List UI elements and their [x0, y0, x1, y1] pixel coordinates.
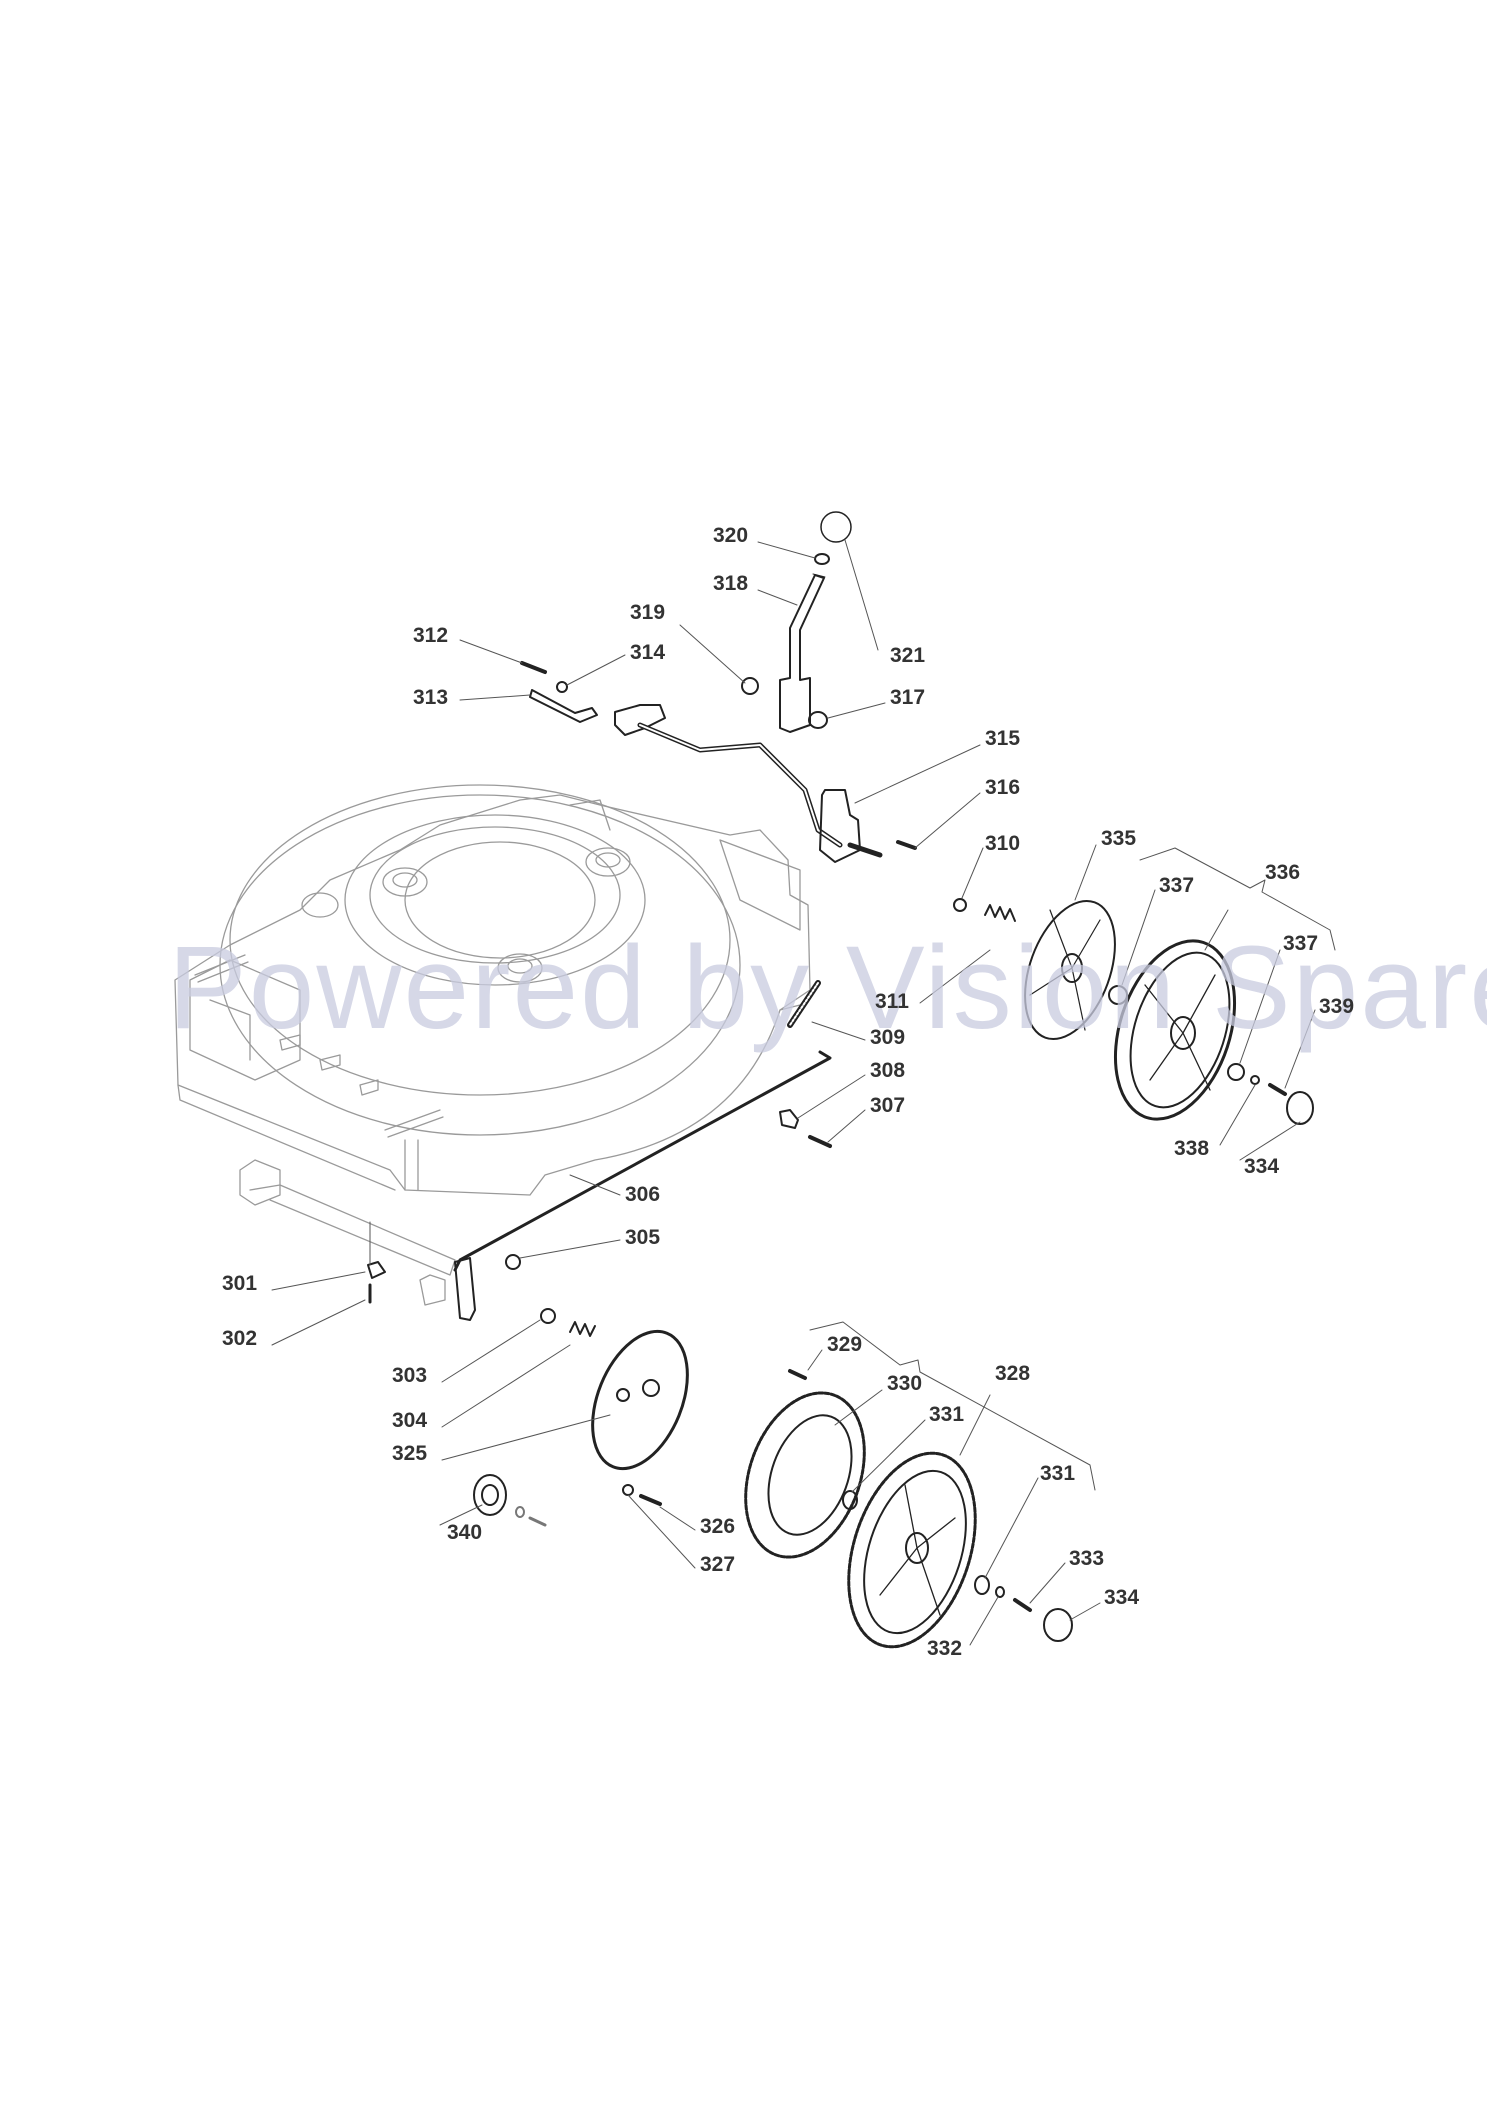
part-label-316: 316	[985, 776, 1021, 799]
part-label-333: 333	[1069, 1547, 1105, 1570]
mower-deck	[174, 784, 811, 1306]
part-label-312: 312	[413, 624, 449, 647]
part-label-318: 318	[713, 572, 749, 595]
part-label-326: 326	[700, 1515, 736, 1538]
part-label-311: 311	[875, 990, 909, 1013]
part-label-320: 320	[713, 524, 749, 547]
front-drive-wheel-assembly	[473, 1321, 1096, 1649]
part-label-332: 332	[927, 1637, 963, 1660]
part-label-301: 301	[222, 1272, 258, 1295]
part-label-307: 307	[870, 1094, 906, 1117]
part-label-308: 308	[870, 1059, 906, 1082]
part-label-337: 337	[1159, 874, 1195, 897]
part-label-328: 328	[995, 1362, 1031, 1385]
part-label-321: 321	[890, 644, 926, 667]
part-label-303: 303	[392, 1364, 428, 1387]
part-label-310: 310	[985, 832, 1021, 855]
part-label-330: 330	[887, 1372, 923, 1395]
part-label-315: 315	[985, 727, 1021, 750]
height-adjust-lever-assembly	[520, 511, 1016, 922]
part-label-334: 334	[1104, 1586, 1140, 1609]
part-label-337-b: 337	[1283, 932, 1319, 955]
part-label-302: 302	[222, 1327, 258, 1350]
part-label-306: 306	[625, 1183, 661, 1206]
part-label-327: 327	[700, 1553, 736, 1576]
part-label-334-b: 334	[1244, 1155, 1280, 1178]
part-label-319: 319	[630, 601, 666, 624]
part-label-317: 317	[890, 686, 926, 709]
part-label-314: 314	[630, 641, 666, 664]
part-label-309: 309	[870, 1026, 906, 1049]
part-label-313: 313	[413, 686, 449, 709]
part-label-331-b: 331	[1040, 1462, 1076, 1485]
part-label-338: 338	[1174, 1137, 1210, 1160]
rear-right-wheel-assembly	[1024, 847, 1336, 1125]
part-label-304: 304	[392, 1409, 428, 1432]
part-label-329: 329	[827, 1333, 863, 1356]
rear-linkage	[367, 980, 832, 1337]
part-label-339: 339	[1319, 995, 1355, 1018]
lever-knob	[820, 511, 852, 543]
part-label-305: 305	[625, 1226, 661, 1249]
part-label-336: 336	[1265, 861, 1301, 884]
leader-lines	[271, 539, 1316, 1646]
part-label-335: 335	[1101, 827, 1137, 850]
part-label-331: 331	[929, 1403, 965, 1426]
part-label-340: 340	[447, 1521, 483, 1544]
part-label-325: 325	[392, 1442, 428, 1465]
